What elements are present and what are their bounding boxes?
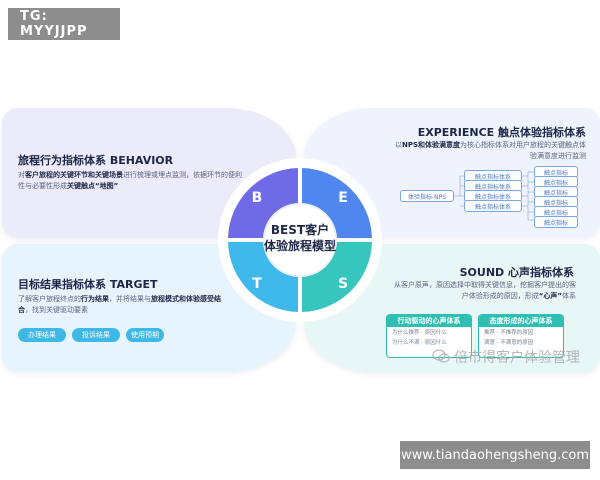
watermark-url: www.tiandaohengsheng.com xyxy=(400,441,590,469)
segment-t xyxy=(228,242,298,312)
letter-b: B xyxy=(252,190,263,206)
experience-description: 以NPS和体验满意度为核心指标体系对用户旅程的关键触点体验满意度进行监测 xyxy=(394,141,586,160)
voice-line: 为什么不满 · 原因什么 xyxy=(392,340,447,346)
experience-tree-connectors xyxy=(454,171,534,221)
sound-title: SOUND 心声指标体系 xyxy=(459,266,574,279)
target-description: 了解客户旅程终点的行为结果，并将结果与旅程模式和体验感受结合，找到关键驱动要素 xyxy=(18,295,221,314)
action-driven-voice-title: 行动驱动的心声体系 xyxy=(387,315,471,327)
watermark-tag: TG: MYYJJPP xyxy=(8,8,120,40)
chip-complaint-result: 投诉结果 xyxy=(72,328,120,342)
letter-s: S xyxy=(338,276,348,292)
segment-b xyxy=(228,168,298,238)
target-title: 目标结果指标体系 TARGET xyxy=(18,278,158,291)
center-title: BEST客户 体验旅程模型 xyxy=(255,222,345,254)
center-title-line2: 体验旅程模型 xyxy=(263,239,336,253)
attitude-voice-title: 态度形成的心声体系 xyxy=(479,315,563,327)
chip-handling-result: 办理结果 xyxy=(18,328,66,342)
nps-root-node: 体验指标-NPS xyxy=(400,190,454,202)
watermark-text: 倍市得客户体验管理 xyxy=(454,350,580,366)
action-driven-voice-box: 行动驱动的心声体系 为什么推荐 · 原因什么 为什么不满 · 原因什么 xyxy=(386,314,472,358)
touchpoint-system-node: 触点指标体系 xyxy=(464,200,522,212)
voice-line: 推荐 · 不推荐的原因 xyxy=(484,330,534,336)
segment-s xyxy=(302,242,372,312)
sound-description: 从客户原声，原因选择中取得关键信息，挖掘客户提出的客户体验形成的原因，形成“心声… xyxy=(394,281,576,300)
experience-title: EXPERIENCE 触点体验指标体系 xyxy=(417,126,586,139)
voice-line: 满意 · 不满意的原因 xyxy=(484,340,534,346)
experience-panel: EXPERIENCE 触点体验指标体系 以NPS和体验满意度为核心指标体系对用户… xyxy=(304,108,600,238)
center-title-line1: BEST客户 xyxy=(270,223,330,237)
wechat-watermark-icon xyxy=(432,349,450,363)
voice-line: 为什么推荐 · 原因什么 xyxy=(392,330,447,336)
touchpoint-metric-node: 触点指标 xyxy=(534,216,578,228)
attitude-voice-box: 态度形成的心声体系 推荐 · 不推荐的原因 满意 · 不满意的原因 xyxy=(478,314,564,358)
best-center-ring: B E T S xyxy=(218,158,382,322)
letter-e: E xyxy=(338,190,348,206)
segment-e xyxy=(302,168,372,238)
chip-usage-expectation: 使用预期 xyxy=(126,328,164,342)
behavior-description: 对客户旅程的关键环节和关键场景进行梳理或埋点监测，依据环节的便利性与必要性形成关… xyxy=(18,171,242,190)
behavior-panel: 旅程行为指标体系 BEHAVIOR 对客户旅程的关键环节和关键场景进行梳理或埋点… xyxy=(2,108,296,238)
letter-t: T xyxy=(252,276,262,292)
behavior-title: 旅程行为指标体系 BEHAVIOR xyxy=(18,154,174,167)
